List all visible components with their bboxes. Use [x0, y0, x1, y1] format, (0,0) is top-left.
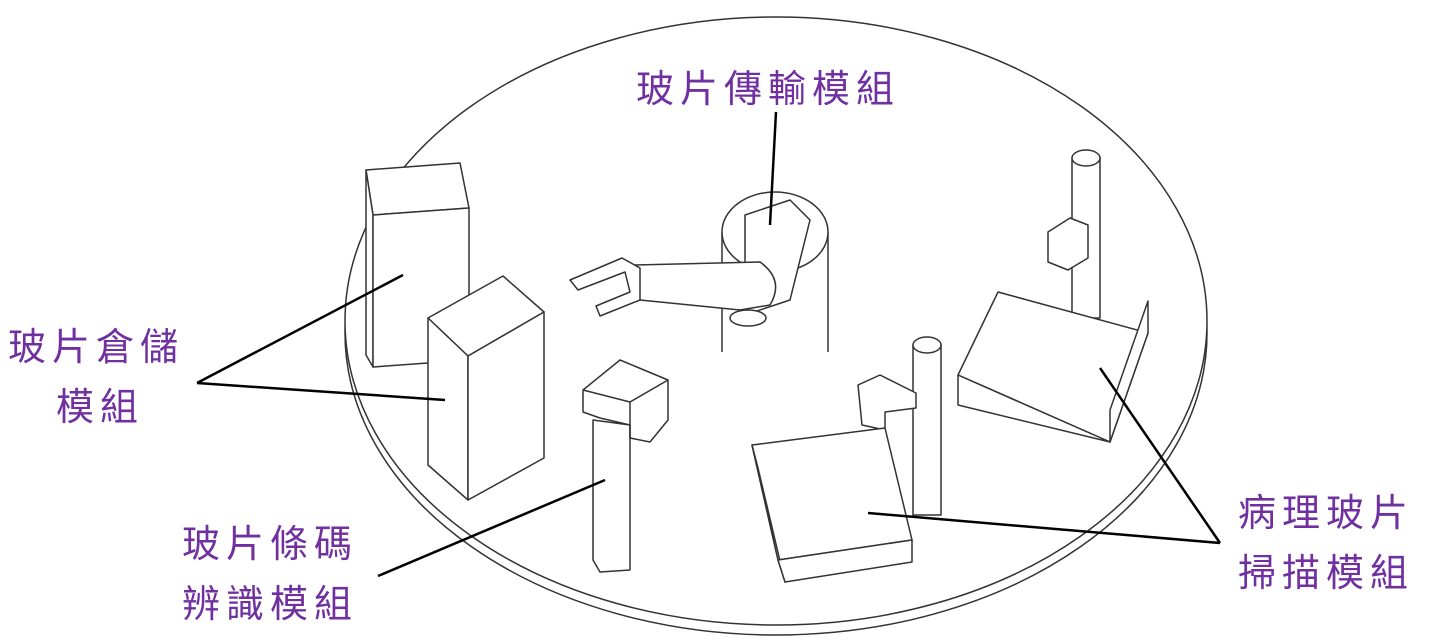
transfer-module	[569, 191, 829, 352]
label-barcode-line1: 玻片條碼	[182, 522, 358, 566]
scanner-module	[751, 149, 1149, 583]
barcode-module	[582, 359, 669, 573]
label-storage-line2: 模組	[56, 385, 144, 429]
platform-disk	[344, 16, 1208, 636]
leader-lines	[196, 111, 1222, 578]
label-transfer-module: 玻片傳輸模組	[636, 67, 900, 111]
label-storage-line1: 玻片倉儲	[8, 325, 184, 369]
label-barcode-line2: 辨識模組	[182, 582, 358, 626]
label-scanner-line2: 掃描模組	[1238, 551, 1414, 595]
label-scanner-line1: 病理玻片	[1238, 491, 1414, 535]
